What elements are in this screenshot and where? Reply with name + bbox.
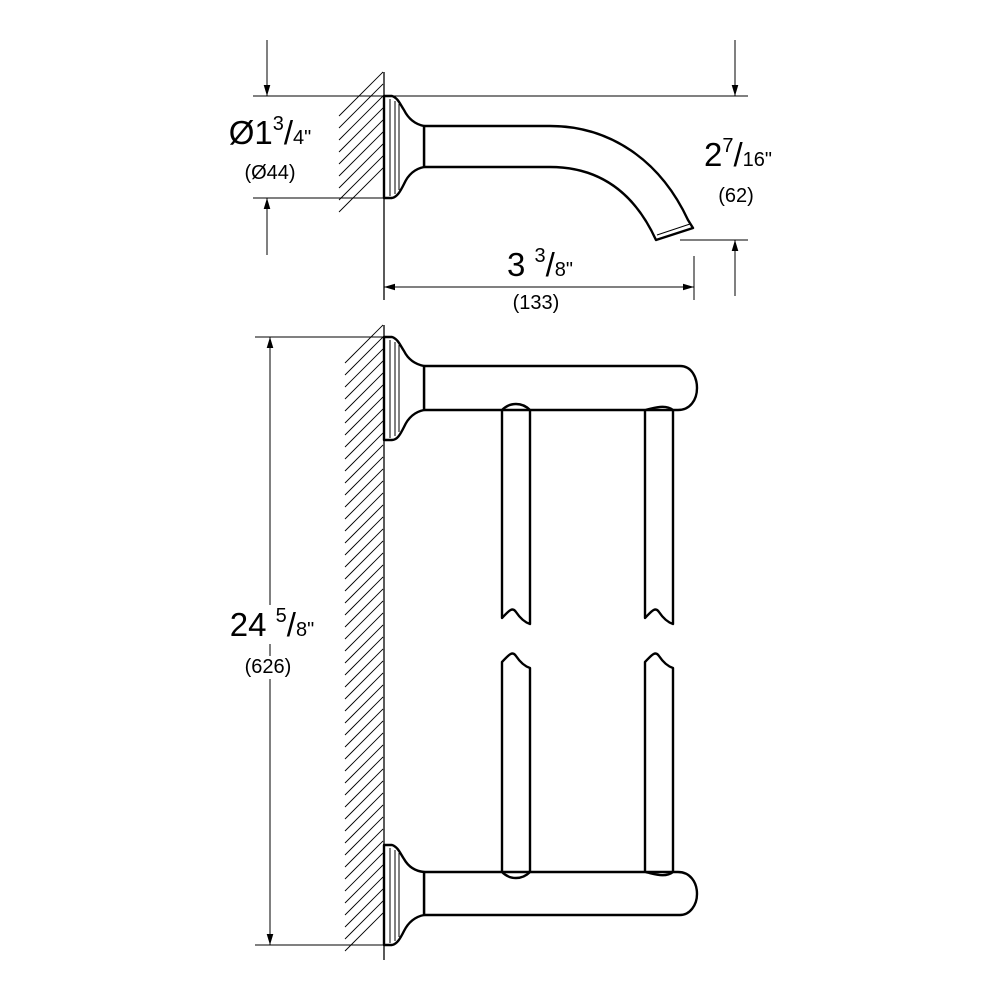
hatch-line	[338, 167, 384, 213]
dim-denominator: 8"	[295, 619, 315, 641]
hatch-line	[338, 119, 384, 165]
escutcheon-upper	[382, 335, 426, 442]
hatch-line	[344, 744, 384, 784]
escutcheon-lower	[382, 843, 426, 947]
projection-imperial: 3 3/8"	[506, 245, 574, 283]
hatch-line	[344, 456, 384, 496]
hatch-line	[344, 648, 384, 688]
hatch-line	[344, 684, 384, 724]
dim-denominator: 4"	[293, 127, 312, 149]
wall-hatch-bottom	[344, 324, 384, 952]
hatch-line	[344, 768, 384, 808]
hatch-line	[344, 756, 384, 796]
hatch-line	[344, 528, 384, 568]
length-metric: (626)	[240, 656, 296, 679]
hatch-line	[344, 636, 384, 676]
hatch-line	[344, 876, 384, 916]
diameter-imperial: Ø13/4"	[228, 113, 312, 151]
hatch-line	[338, 107, 384, 153]
hatch-line	[338, 95, 384, 141]
dim-denominator: 8"	[554, 259, 574, 281]
hatch-line	[344, 888, 384, 928]
hatch-line	[344, 624, 384, 664]
hatch-line	[344, 816, 384, 856]
spout-height-metric: (62)	[718, 185, 754, 207]
hatch-line	[344, 492, 384, 532]
rod-upper-left	[500, 408, 532, 626]
hatch-line	[344, 408, 384, 448]
bottom-view	[255, 324, 699, 960]
hatch-line	[344, 732, 384, 772]
dim-denominator: 16"	[742, 149, 773, 171]
hatch-line	[344, 588, 384, 628]
diameter-metric: (Ø44)	[244, 162, 296, 184]
spout-pipe	[422, 124, 695, 242]
hatch-line	[344, 828, 384, 868]
dim-whole: 24	[229, 606, 267, 643]
hatch-line	[344, 504, 384, 544]
hatch-line	[344, 516, 384, 556]
dim-numerator: 7	[722, 135, 734, 157]
hatch-line	[344, 480, 384, 520]
hatch-line	[344, 864, 384, 904]
rod-lower-right	[643, 652, 675, 874]
hatch-line	[338, 143, 384, 189]
dim-numerator: 3	[272, 113, 284, 135]
hatch-line	[338, 131, 384, 177]
length-imperial: 24 5/8"	[225, 605, 319, 644]
hatch-line	[344, 660, 384, 700]
hatch-line	[344, 780, 384, 820]
hatch-line	[344, 576, 384, 616]
hatch-line	[344, 336, 384, 376]
hatch-line	[344, 696, 384, 736]
hatch-line	[344, 396, 384, 436]
dim-whole: 3	[506, 246, 526, 283]
hatch-line	[344, 840, 384, 880]
wall-hatch-top	[338, 71, 384, 213]
hatch-line	[344, 468, 384, 508]
hatch-line	[338, 83, 384, 129]
dim-whole: 2	[703, 136, 723, 173]
projection-metric: (133)	[512, 292, 560, 314]
hatch-line	[344, 600, 384, 640]
hatch-line	[344, 432, 384, 472]
hatch-line	[344, 324, 384, 364]
hatch-line	[344, 564, 384, 604]
top-view	[253, 40, 748, 300]
dim-whole: Ø1	[228, 114, 273, 151]
hatch-line	[338, 155, 384, 201]
escutcheon-top	[382, 94, 426, 200]
hatch-line	[344, 540, 384, 580]
spout-outlet	[656, 223, 691, 236]
rail-top	[422, 364, 699, 412]
hatch-line	[344, 420, 384, 460]
rod-upper-right	[643, 408, 675, 626]
hatch-line	[344, 852, 384, 892]
hatch-line	[344, 552, 384, 592]
hatch-line	[344, 384, 384, 424]
dim-numerator: 5	[275, 605, 287, 627]
hatch-line	[344, 360, 384, 400]
dim-numerator: 3	[534, 245, 546, 267]
hatch-line	[344, 708, 384, 748]
hatch-line	[344, 612, 384, 652]
hatch-line	[344, 804, 384, 844]
hatch-line	[338, 71, 384, 117]
rail-bottom	[422, 870, 699, 917]
hatch-line	[344, 372, 384, 412]
hatch-line	[344, 900, 384, 940]
hatch-line	[344, 792, 384, 832]
hatch-line	[344, 672, 384, 712]
spout-height-imperial: 27/16"	[703, 135, 773, 173]
rod-lower-left	[500, 652, 532, 874]
hatch-line	[344, 348, 384, 388]
hatch-line	[344, 444, 384, 484]
hatch-line	[344, 720, 384, 760]
